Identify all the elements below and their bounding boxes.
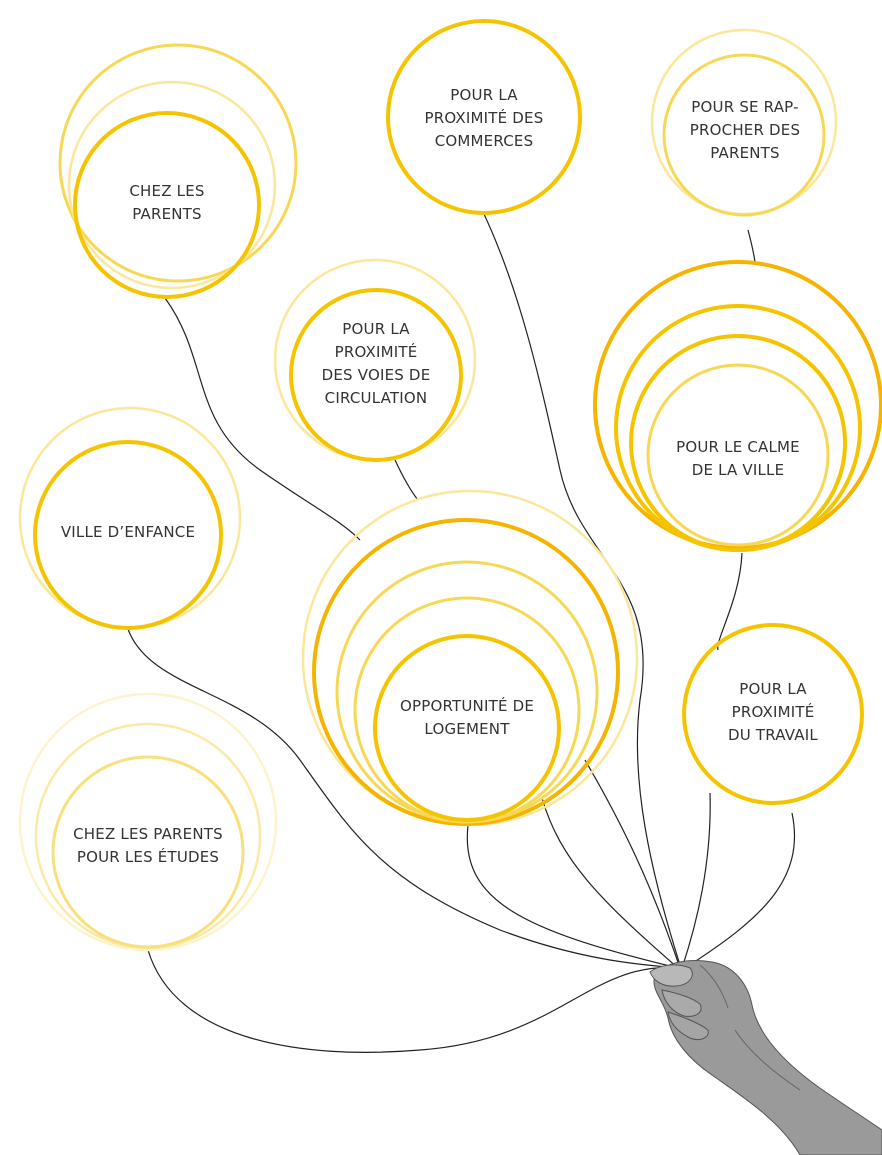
bubble-label-opportunite-logement: OPPORTUNITÉ DE LOGEMENT	[399, 697, 535, 738]
ring	[335, 560, 599, 824]
string-travail-2	[684, 812, 796, 969]
strings	[127, 211, 796, 1053]
bubble-rings-opportunite-logement	[301, 489, 639, 827]
string-chez-les-parents	[164, 297, 361, 541]
string-logement-3	[584, 759, 681, 969]
ring	[18, 692, 278, 952]
bubble-label-chez-les-parents: CHEZ LES PARENTS	[129, 182, 205, 223]
bubble-rings-voies-circulation	[273, 258, 477, 462]
bubble-rings-proximite-travail	[682, 623, 864, 805]
string-enfance	[127, 628, 681, 969]
ring	[58, 43, 298, 283]
ring	[312, 518, 620, 826]
ring	[629, 334, 847, 552]
string-etudes	[147, 949, 681, 1053]
bubble-rings-proximite-commerces	[386, 19, 582, 215]
bubble-label-ville-enfance: VILLE D’ENFANCE	[60, 523, 196, 541]
string-voies	[394, 459, 419, 501]
string-logement-1	[466, 824, 679, 969]
ring	[289, 288, 463, 462]
ring	[33, 440, 223, 630]
string-commerces	[482, 211, 681, 966]
ring	[51, 755, 245, 949]
bubble-label-parents-etudes: CHEZ LES PARENTS POUR LES ÉTUDES	[73, 825, 223, 866]
bubble-label-calme-ville: POUR LE CALME DE LA VILLE	[676, 438, 800, 479]
bubble-rings-calme-ville	[593, 260, 882, 552]
hand-holding-strings-icon	[649, 960, 882, 1155]
string-travail	[681, 792, 711, 969]
ring	[67, 80, 277, 290]
ring	[682, 623, 864, 805]
bubble-label-proximite-travail: POUR LA PROXIMITÉ DU TRAVAIL	[728, 680, 818, 744]
string-logement-2	[541, 797, 679, 969]
ring	[373, 634, 561, 822]
bubble-label-rapprocher-parents: POUR SE RAP- PROCHER DES PARENTS	[689, 98, 801, 162]
string-rapprocher	[747, 229, 756, 263]
bubble-label-voies-circulation: POUR LA PROXIMITÉ DES VOIES DE CIRCULATI…	[321, 320, 431, 407]
bubble-rings-parents-etudes	[18, 692, 278, 952]
bubble-label-proximite-commerces: POUR LA PROXIMITÉ DES COMMERCES	[424, 86, 544, 150]
bubble-rings-rapprocher-parents	[650, 28, 838, 217]
ring	[386, 19, 582, 215]
ring	[662, 53, 826, 217]
ring	[73, 111, 261, 299]
bubble-rings-ville-enfance	[18, 406, 242, 630]
bubble-rings-chez-les-parents	[58, 43, 298, 299]
ring	[646, 363, 830, 547]
